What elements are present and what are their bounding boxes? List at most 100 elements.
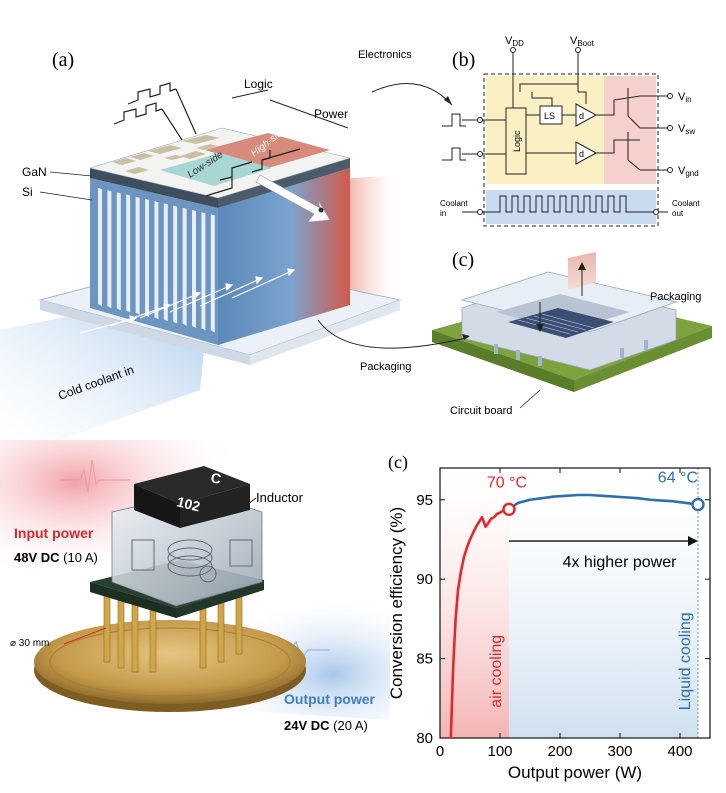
fin: [173, 205, 178, 324]
y-tick-label: 95: [416, 492, 433, 509]
logic-pads: [112, 135, 220, 174]
liquid-cooling-label: Liquid cooling: [677, 612, 694, 710]
power-gain-label: 4x higher power: [563, 554, 678, 571]
chart-regions: [440, 468, 699, 738]
panel-c-chart-label: (c): [388, 452, 408, 473]
inductor-leader: [237, 497, 257, 513]
input-waveform: [60, 459, 130, 493]
base-plate-edge-left: [40, 300, 250, 365]
fin: [192, 210, 196, 328]
low-side-region: [160, 153, 272, 186]
circuit-board-edge-right: [574, 326, 712, 392]
packaging-label-right: Packaging: [650, 291, 701, 303]
circuit-board-edge-left: [432, 330, 574, 392]
output-power-label: Output power: [284, 691, 376, 707]
packaging-label-left: Packaging: [360, 361, 411, 373]
x-axis-label: Output power (W): [508, 763, 642, 782]
vgnd-label: Vgnd: [678, 165, 699, 178]
high-side-region: [205, 133, 330, 168]
electronics-label: Electronics: [358, 49, 412, 61]
x-tick-label: 200: [547, 743, 572, 760]
base-plate-edge-right: [250, 300, 400, 365]
power-zone: [604, 76, 656, 184]
region-1: [509, 468, 698, 738]
fin: [163, 203, 168, 322]
fin: [182, 207, 187, 326]
y-tick-label: 85: [416, 651, 433, 668]
ls-label: LS: [544, 111, 555, 121]
driver-label-high: d: [579, 111, 584, 121]
microchannel-fins: [98, 188, 215, 333]
si-label: Si: [22, 185, 33, 199]
series-line-0: [449, 507, 509, 739]
inductor-top: [134, 466, 250, 504]
input-pulses: [113, 82, 197, 141]
panel-a-label: (a): [52, 49, 74, 71]
circuit-board-leader: [519, 389, 541, 409]
coolant-out-label-2: out: [672, 209, 684, 218]
fin: [116, 192, 121, 311]
power-bracket: [269, 99, 349, 129]
coin: [34, 620, 306, 704]
gan-layer-edge-right: [218, 158, 350, 208]
coolant-in-label-1: Coolant: [440, 199, 468, 208]
x-tick-label: 400: [667, 743, 692, 760]
logic-block: [505, 107, 527, 175]
marker-label-0: 70 °C: [487, 474, 527, 491]
inductor-side-left: [134, 484, 180, 528]
series-line-1: [508, 493, 699, 511]
output-spec: 24V DC (20 A): [284, 718, 368, 733]
fin: [98, 188, 102, 306]
output-node: [318, 207, 324, 213]
fin: [107, 190, 112, 309]
chart-annotations: 70 °C 64 °C 4x higher power air cooling Liqu…: [487, 470, 705, 710]
inductor-marking-1: C: [209, 469, 222, 487]
driver-label-low: d: [579, 149, 584, 159]
fin: [126, 194, 131, 313]
coolant-arrows: [79, 268, 296, 334]
logic-block-label: Logic: [512, 130, 522, 152]
vin-label: Vin: [678, 91, 692, 104]
fin: [201, 212, 206, 331]
si-leader: [39, 191, 93, 201]
inductor-marking-2: 102: [175, 493, 202, 514]
panel-c-top-label: (c): [452, 249, 474, 271]
fin: [210, 214, 215, 333]
schematic-top: (a) Logic Power GaN Si High-side Low-sid…: [0, 35, 712, 440]
marker-1: [691, 497, 705, 512]
board-pins: [494, 340, 648, 366]
marker-0: [502, 502, 516, 516]
coolant-in-label-2: in: [440, 209, 446, 218]
internal-components: [131, 539, 253, 583]
fin: [154, 201, 159, 320]
x-tick-label: 0: [436, 743, 444, 760]
x-tick-label: 300: [607, 743, 632, 760]
plot-frame: [439, 467, 711, 739]
gan-label: GaN: [22, 165, 47, 179]
top-circuit-traces: [205, 148, 301, 197]
packaging-arrow: [317, 319, 467, 349]
vboot-label: VBoot: [570, 35, 595, 48]
inductor-side-right: [180, 484, 250, 528]
diameter-label: ⌀ 30 mm: [10, 638, 49, 649]
panel-b-label: (b): [452, 49, 475, 71]
vsw-label: Vsw: [678, 123, 695, 136]
marker-label-1: 64 °C: [658, 470, 698, 487]
circuit-boundary: [483, 73, 659, 227]
chart-series: [449, 493, 699, 739]
power-label: Power: [314, 107, 348, 121]
circuit-terminals: [477, 47, 673, 215]
logic-label: Logic: [244, 77, 273, 91]
coolant-out-label-1: Coolant: [672, 199, 700, 208]
y-tick-label: 90: [416, 571, 433, 588]
air-cooling-label: air cooling: [488, 635, 505, 708]
y-tick-label: 80: [416, 730, 433, 747]
input-spec: 48V DC (10 A): [14, 550, 98, 565]
circuit-board-label: Circuit board: [450, 405, 512, 417]
logic-bracket: [231, 89, 269, 99]
power-flow-arrow: [255, 174, 331, 223]
diameter-leader: [63, 627, 107, 645]
